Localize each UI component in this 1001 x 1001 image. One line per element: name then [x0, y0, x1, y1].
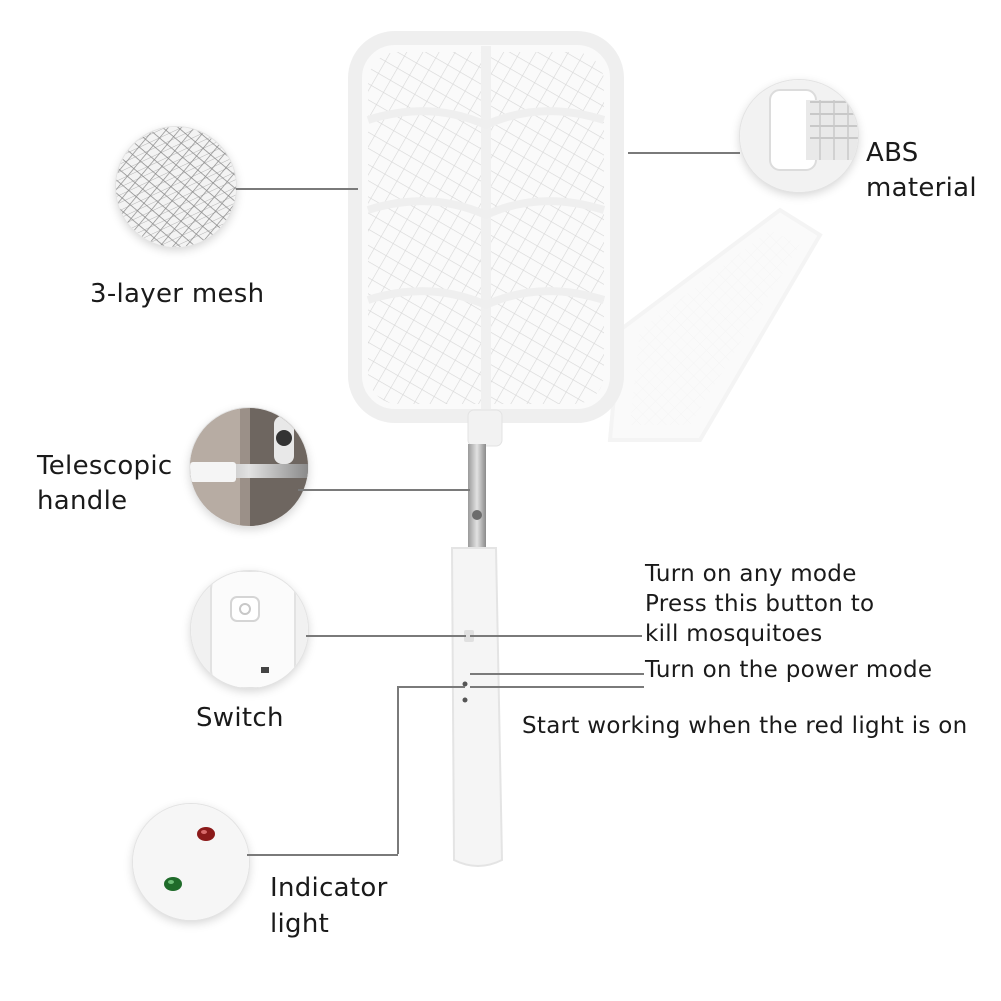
switch-detail-icon: [191, 571, 308, 688]
mesh-leader-line: [236, 188, 358, 190]
handle-label-line2: handle: [37, 486, 128, 516]
folded-racket-ghost: [607, 207, 823, 442]
power-note-leader-line: [470, 673, 644, 675]
button-note-line3: kill mosquitoes: [645, 621, 823, 647]
button-note-line2: Press this button to: [645, 591, 875, 617]
red-light-note: Start working when the red light is on: [522, 713, 968, 739]
telescopic-rod: [468, 444, 486, 549]
racket-head: [348, 31, 624, 423]
switch-label: Switch: [196, 703, 284, 733]
indicator-leader-bottom: [247, 854, 398, 856]
power-mode-note: Turn on the power mode: [645, 657, 933, 683]
handle-leader-line: [298, 489, 470, 491]
indicator-light-detail-icon: [133, 804, 249, 920]
indicator-label-line2: light: [270, 909, 330, 939]
mesh-label: 3-layer mesh: [90, 279, 265, 309]
red-light-leader-line: [470, 686, 644, 688]
abs-label-line1: ABS: [866, 138, 919, 168]
mesh-detail-icon: [116, 127, 236, 247]
button-note-line1: Turn on any mode: [645, 561, 857, 587]
button-note-leader-line: [470, 635, 642, 637]
telescopic-handle-detail-icon: [190, 408, 308, 526]
indicator-label-line1: Indicator: [270, 873, 388, 903]
indicator-leader-vertical: [397, 686, 399, 854]
indicator-leader-horizontal: [397, 686, 465, 688]
abs-leader-line: [628, 152, 740, 154]
handle-label-line1: Telescopic: [37, 451, 173, 481]
abs-label-line2: material: [866, 173, 977, 203]
handle: [450, 547, 504, 867]
switch-leader-line: [306, 635, 466, 637]
abs-material-detail-icon: [740, 80, 858, 192]
